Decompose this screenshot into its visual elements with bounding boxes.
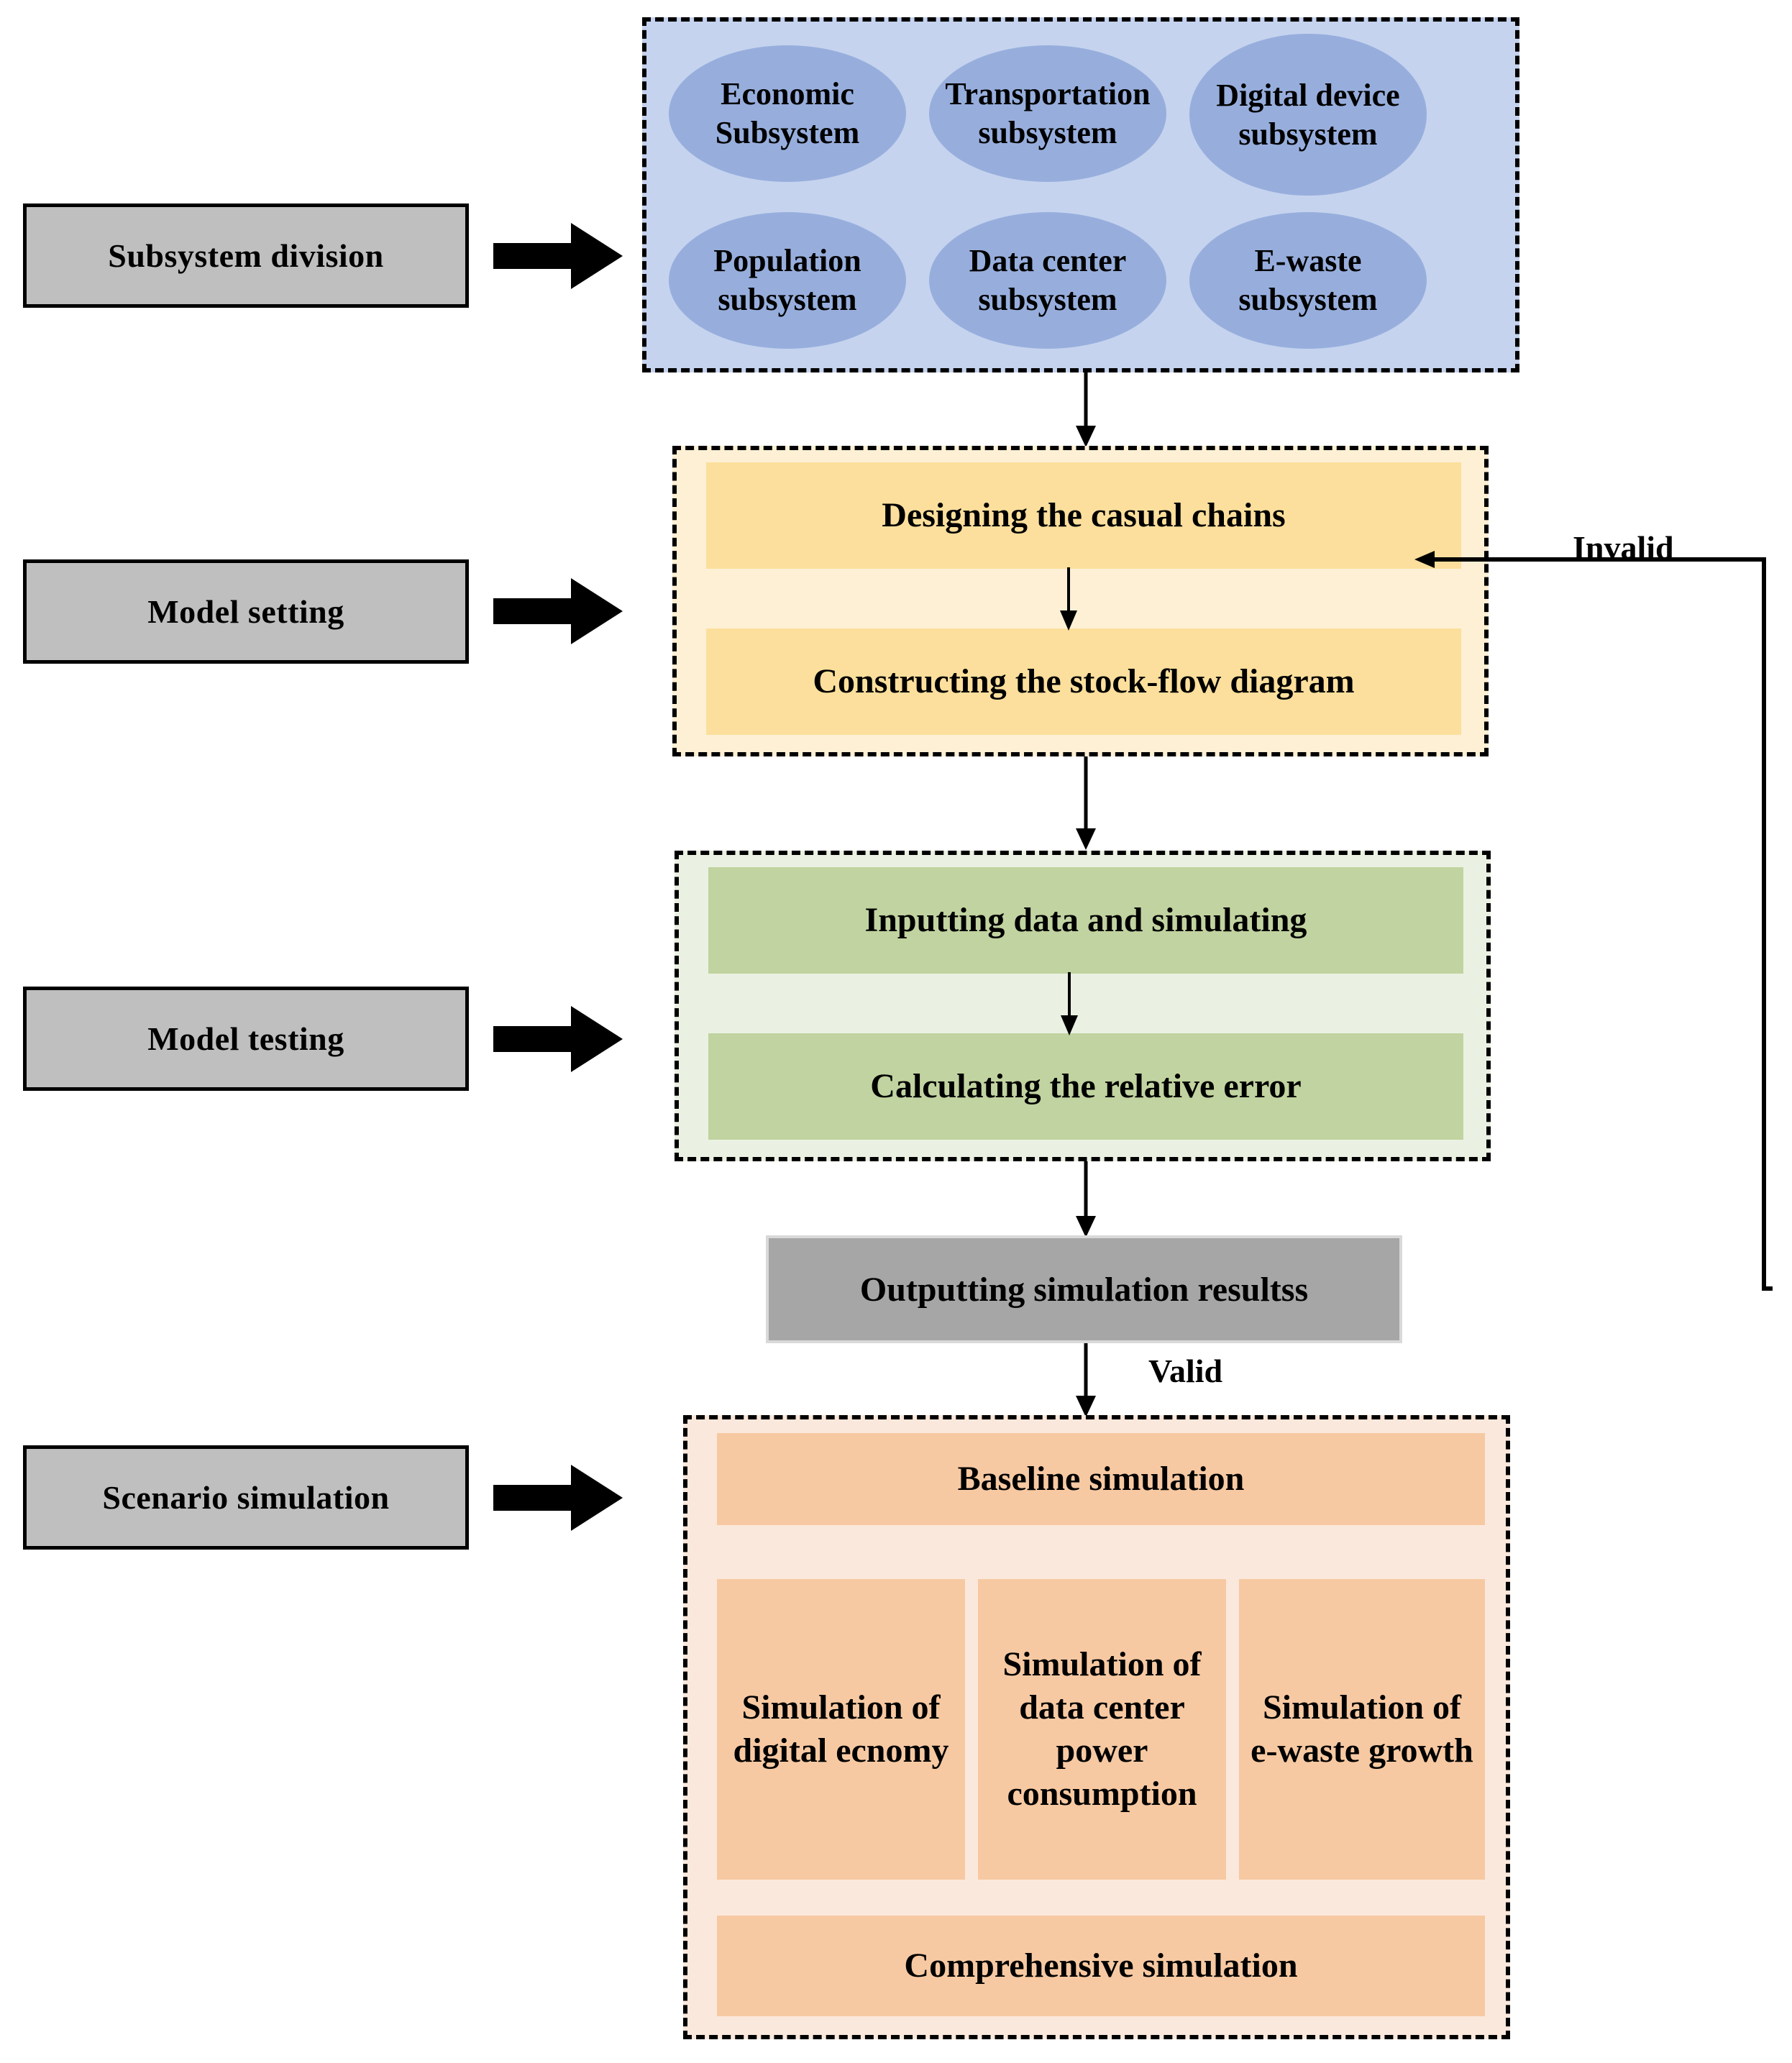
step-label: Calculating the relative error: [870, 1067, 1302, 1105]
step-label: Baseline simulation: [957, 1460, 1245, 1498]
valid-text: Valid: [1148, 1353, 1223, 1389]
connector-model-setting-to-model-testing: [1076, 756, 1096, 850]
block-arrow-icon-model-testing: [493, 1006, 623, 1072]
connector-designing-to-constructing: [1060, 567, 1077, 631]
step-label: Constructing the stock-flow diagram: [813, 662, 1355, 700]
invalid-text: Invalid: [1573, 529, 1674, 566]
subsystem-label: E-waste subsystem: [1238, 243, 1378, 317]
block-arrow-icon-model-setting: [493, 578, 623, 644]
scenario-step-baseline: Baseline simulation: [717, 1433, 1485, 1525]
subsystem-label: Transportation subsystem: [945, 76, 1151, 150]
subsystem-ellipse-transportation: Transportation subsystem: [929, 45, 1166, 182]
model-setting-step-constructing: Constructing the stock-flow diagram: [706, 628, 1461, 735]
scenario-step-data-center-power: Simulation of data center power consumpt…: [978, 1579, 1226, 1880]
subsystem-ellipse-digital-device: Digital device subsystem: [1189, 34, 1427, 196]
step-label: Simulation of data center power consumpt…: [1002, 1645, 1202, 1813]
step-label: Simulation of e-waste growth: [1251, 1688, 1473, 1770]
stage-label-subsystem-division: Subsystem division: [23, 203, 469, 308]
scenario-simulation-panel: Baseline simulation Simulation of digita…: [683, 1415, 1510, 2039]
subsystem-division-panel: Economic Subsystem Transportation subsys…: [642, 17, 1519, 372]
connector-output-to-scenario-valid: [1076, 1343, 1096, 1417]
model-setting-step-designing: Designing the casual chains: [706, 462, 1461, 569]
block-arrow-icon-subsystem-division: [493, 223, 623, 289]
subsystem-ellipse-population: Population subsystem: [669, 212, 906, 349]
subsystem-label: Digital device subsystem: [1216, 77, 1400, 152]
stage-label-text: Scenario simulation: [102, 1479, 390, 1516]
scenario-step-comprehensive: Comprehensive simulation: [717, 1916, 1485, 2016]
subsystem-ellipse-data-center: Data center subsystem: [929, 212, 1166, 349]
stage-label-text: Model setting: [147, 593, 344, 630]
scenario-step-digital-economy: Simulation of digital ecnomy: [717, 1579, 965, 1880]
connector-subsystem-to-model-setting: [1076, 372, 1096, 447]
step-label: Simulation of digital ecnomy: [733, 1688, 949, 1770]
stage-label-text: Subsystem division: [108, 237, 384, 274]
subsystem-ellipse-e-waste: E-waste subsystem: [1189, 212, 1427, 349]
connector-inputting-to-calculating: [1061, 972, 1078, 1035]
output-simulation-results-box: Outputting simulation resultss: [766, 1235, 1402, 1343]
step-label: Comprehensive simulation: [904, 1947, 1298, 1985]
stage-label-text: Model testing: [147, 1020, 344, 1057]
step-label: Inputting data and simulating: [864, 901, 1307, 939]
model-testing-panel: Inputting data and simulating Calculatin…: [675, 851, 1491, 1161]
subsystem-label: Data center subsystem: [969, 243, 1127, 317]
subsystem-label: Economic Subsystem: [715, 76, 860, 150]
edge-label-invalid: Invalid: [1573, 529, 1674, 567]
block-arrow-icon-scenario-simulation: [493, 1465, 623, 1531]
model-setting-panel: Designing the casual chains Constructing…: [672, 446, 1489, 756]
output-label: Outputting simulation resultss: [859, 1270, 1309, 1309]
connector-invalid-feedback-loop: [1414, 551, 1773, 1291]
edge-label-valid: Valid: [1148, 1352, 1222, 1390]
subsystem-ellipse-economic: Economic Subsystem: [669, 45, 906, 182]
stage-label-scenario-simulation: Scenario simulation: [23, 1445, 469, 1550]
stage-label-model-setting: Model setting: [23, 559, 469, 664]
model-testing-step-inputting: Inputting data and simulating: [708, 867, 1463, 974]
step-label: Designing the casual chains: [882, 496, 1286, 534]
scenario-step-e-waste-growth: Simulation of e-waste growth: [1239, 1579, 1485, 1880]
connector-model-testing-to-output: [1076, 1161, 1096, 1238]
stage-label-model-testing: Model testing: [23, 987, 469, 1091]
subsystem-label: Population subsystem: [713, 243, 861, 317]
model-testing-step-calculating: Calculating the relative error: [708, 1033, 1463, 1140]
